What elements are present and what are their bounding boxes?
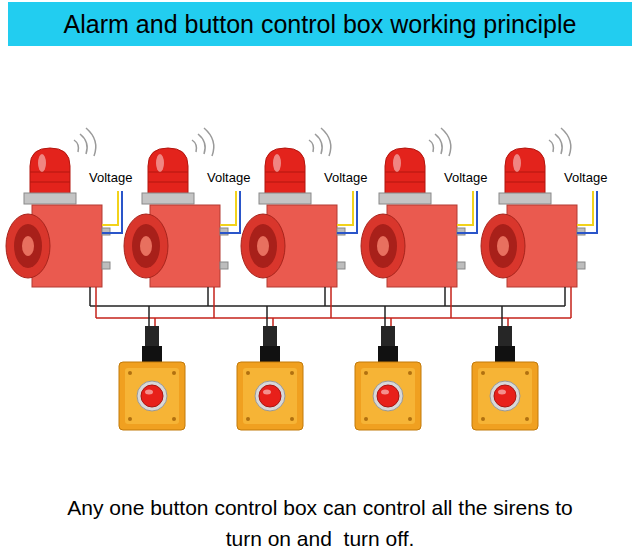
button-box	[472, 306, 538, 430]
page-title: Alarm and button control box working pri…	[8, 2, 632, 46]
siren-symbol	[481, 128, 597, 318]
siren-symbol	[124, 128, 240, 318]
siren-symbol	[6, 128, 122, 318]
bus-wire	[96, 317, 571, 319]
button-box	[119, 306, 185, 430]
voltage-label: Voltage	[206, 170, 251, 185]
title-banner	[8, 2, 632, 46]
voltage-label: Voltage	[443, 170, 488, 185]
siren-symbol	[361, 128, 477, 318]
bus-wire	[90, 305, 565, 307]
caption: Any one button control box can control a…	[57, 493, 583, 554]
button-box	[355, 306, 421, 430]
voltage-label: Voltage	[323, 170, 368, 185]
button-box	[237, 306, 303, 430]
voltage-label: Voltage	[88, 170, 133, 185]
siren-symbol	[241, 128, 357, 318]
voltage-label: Voltage	[563, 170, 608, 185]
